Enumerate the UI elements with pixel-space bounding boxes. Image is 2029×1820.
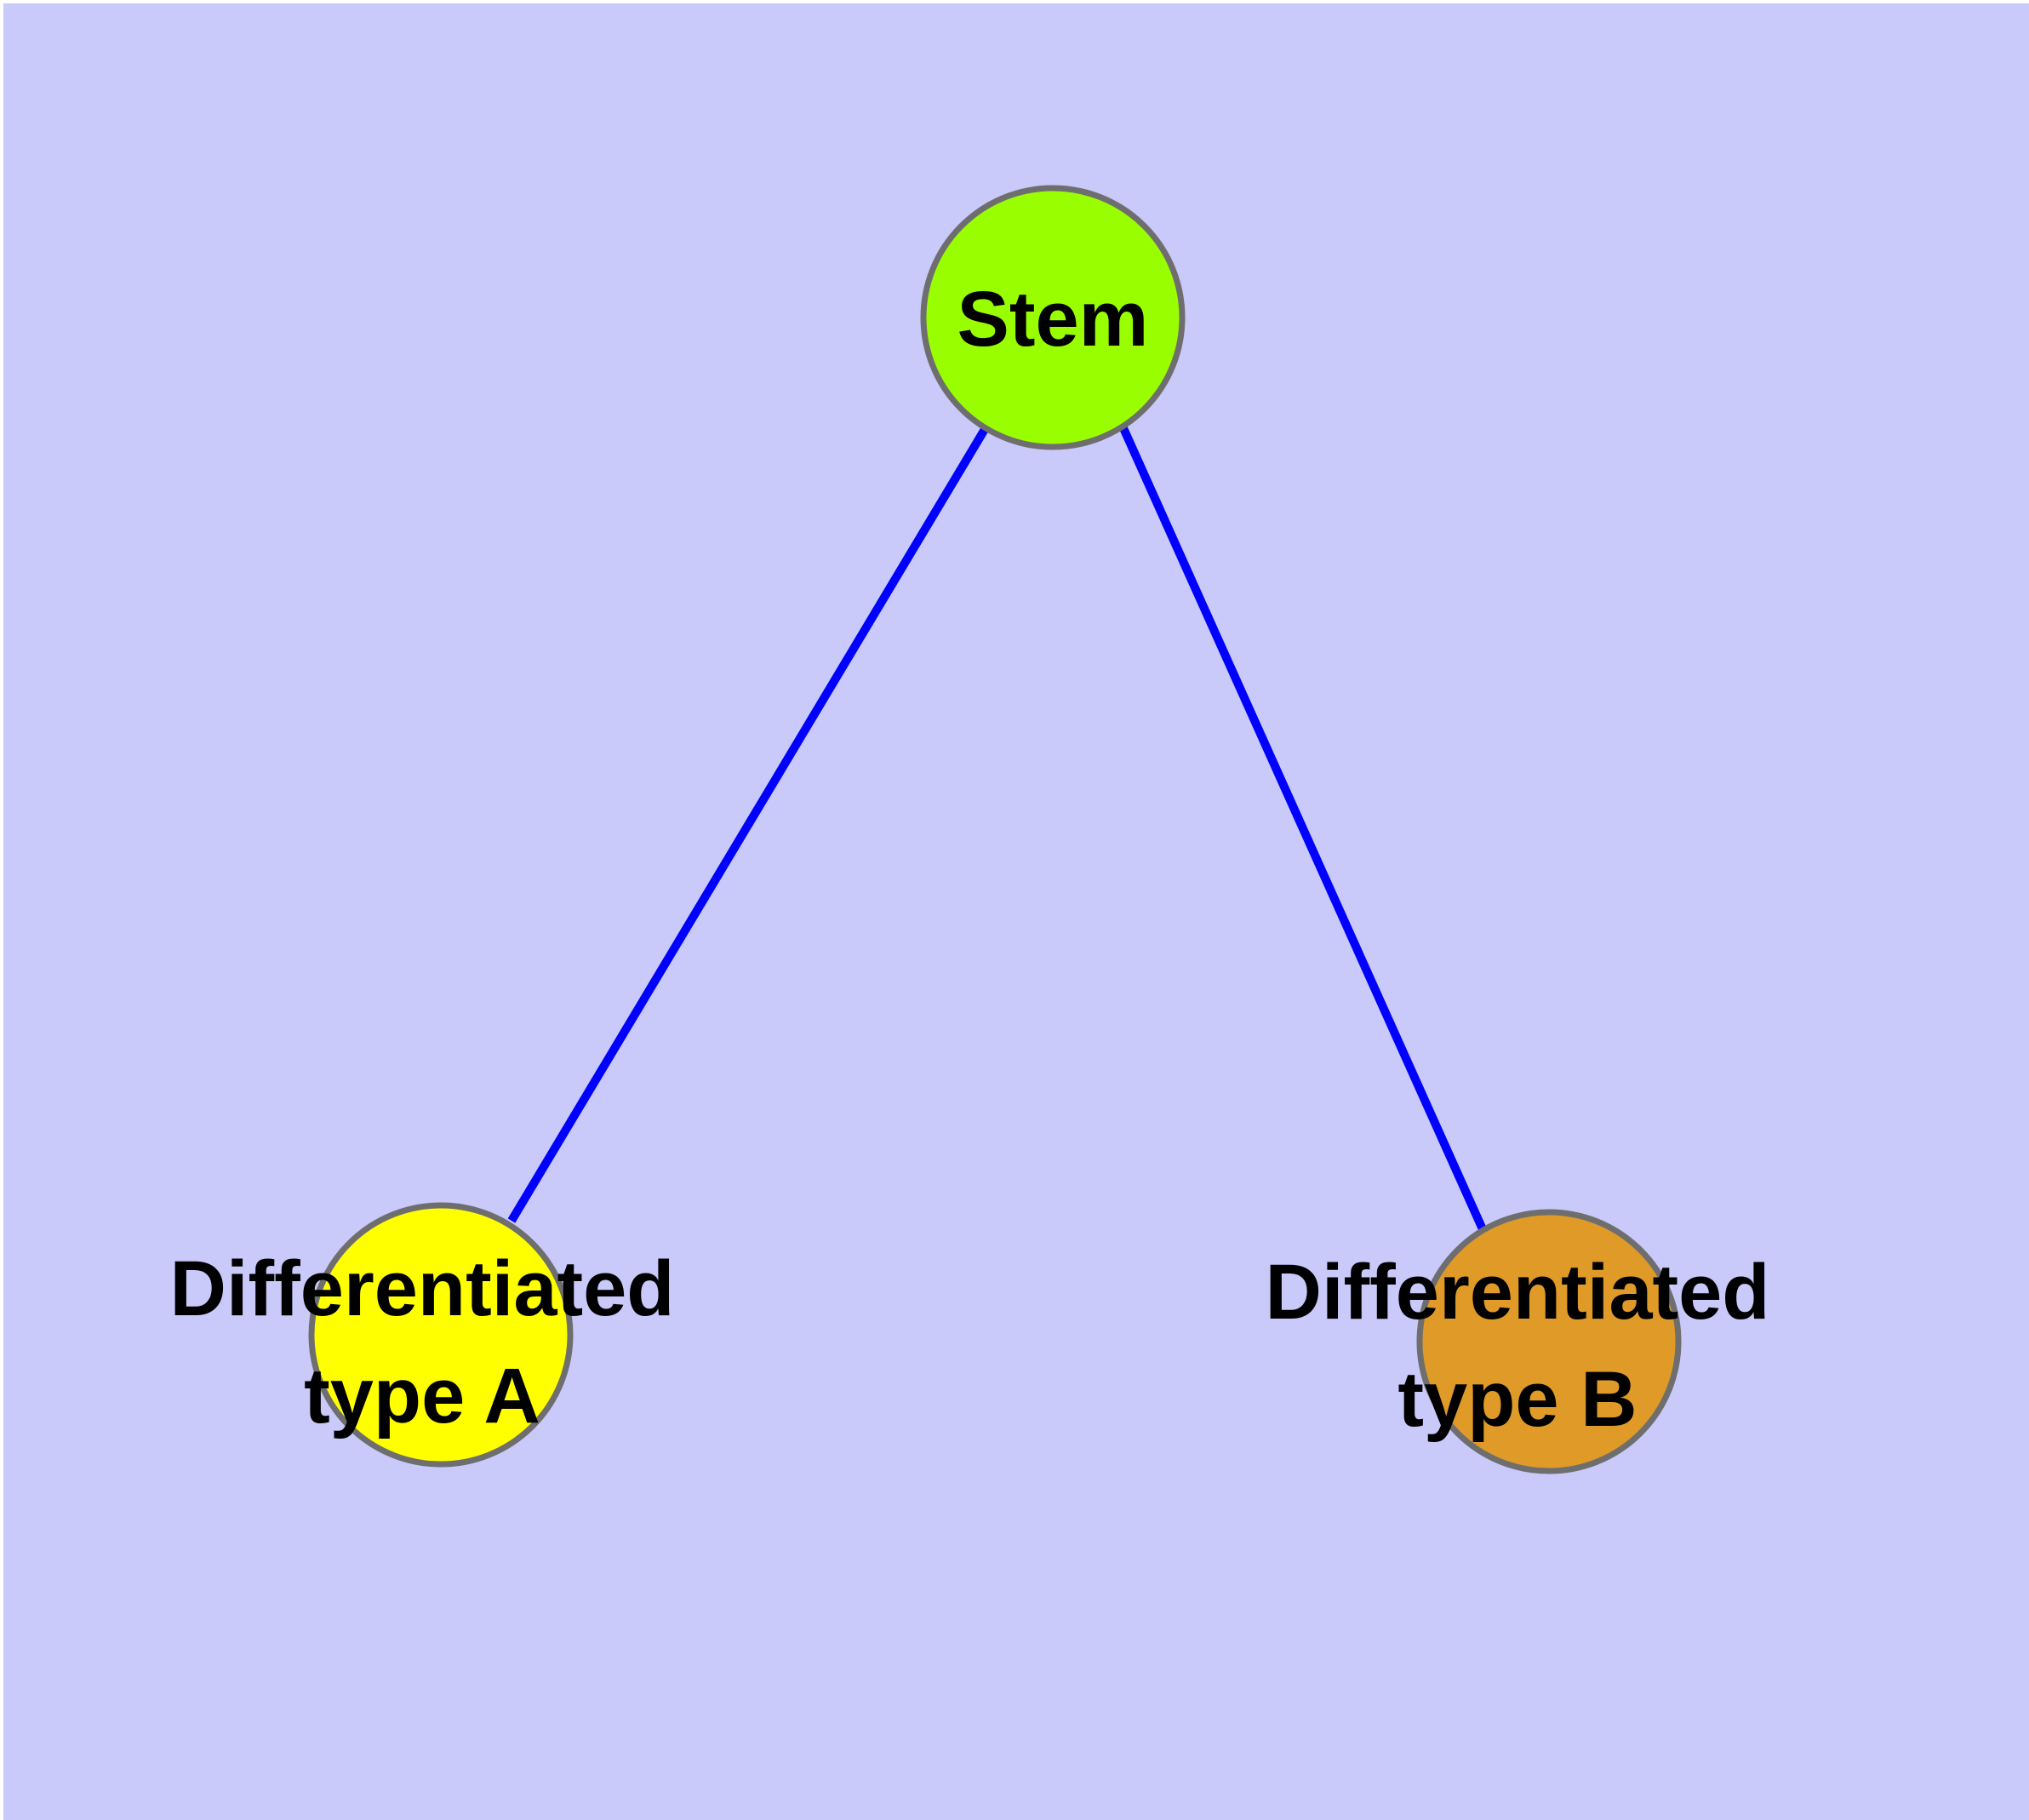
edge-layer [507, 424, 1487, 1232]
node-stem-label-line1: Stem [957, 276, 1149, 363]
node-differentiated-type-b-label-line1: Differentiated [1266, 1249, 1770, 1336]
node-stem[interactable]: Stem [920, 185, 1186, 450]
node-differentiated-type-a[interactable]: Differentiated type A [170, 1202, 675, 1468]
node-differentiated-type-a-label-line1: Differentiated [170, 1245, 675, 1332]
node-layer: Stem Differentiated type A Differentiate… [170, 185, 1770, 1474]
edge-stem-to-differentiated-type-b[interactable] [1119, 426, 1487, 1232]
node-differentiated-type-b[interactable]: Differentiated type B [1266, 1209, 1770, 1474]
network-graph: Stem Differentiated type A Differentiate… [170, 185, 1770, 1474]
node-differentiated-type-b-circle[interactable] [1416, 1209, 1682, 1474]
node-stem-circle[interactable] [920, 185, 1186, 450]
diagram-plot-area: Stem Differentiated type A Differentiate… [3, 3, 2029, 1820]
node-differentiated-type-a-label-line2: type A [304, 1353, 540, 1439]
node-differentiated-type-a-circle[interactable] [308, 1202, 574, 1468]
edge-stem-to-differentiated-type-a[interactable] [507, 424, 991, 1223]
node-differentiated-type-b-label-line2: type B [1397, 1356, 1637, 1443]
